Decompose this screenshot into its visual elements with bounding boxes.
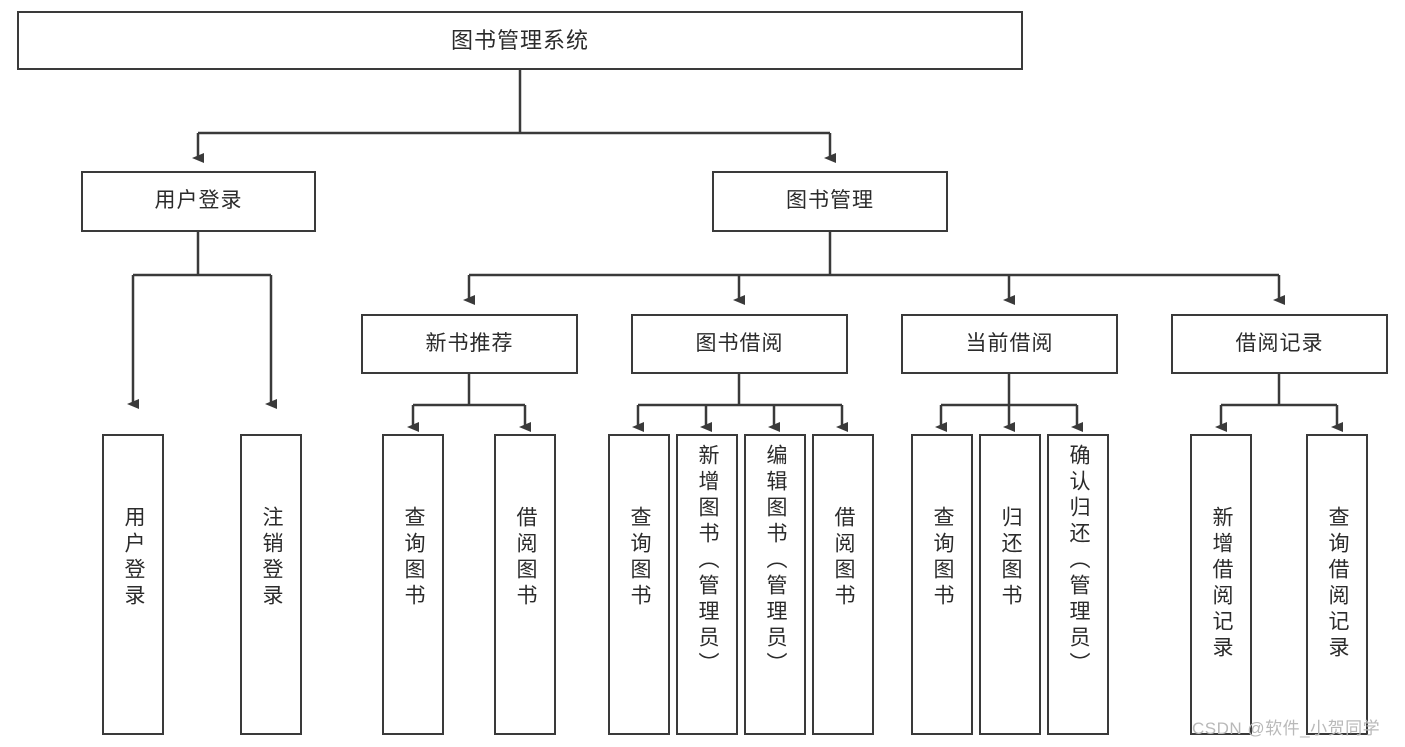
node-current-borrow[interactable]: 当前借阅 (901, 314, 1118, 374)
node-book-management[interactable]: 图书管理 (712, 171, 948, 232)
node-label: 用户登录 (122, 506, 146, 610)
node-root-book-management-system[interactable]: 图书管理系统 (17, 11, 1023, 70)
node-leaf-record-add-record[interactable]: 新增借阅记录 (1190, 434, 1252, 735)
node-leaf-borrow-add-book-admin[interactable]: 新增图书（管理员） (676, 434, 738, 735)
watermark-text: CSDN @软件_小贺同学 (1192, 719, 1381, 738)
node-label: 新增借阅记录 (1210, 506, 1234, 662)
node-label: 确认归还（管理员） (1067, 444, 1091, 678)
node-leaf-user-login-logout[interactable]: 注销登录 (240, 434, 302, 735)
node-label: 借阅记录 (1235, 331, 1324, 355)
node-leaf-current-query-book[interactable]: 查询图书 (911, 434, 973, 735)
node-leaf-record-query-record[interactable]: 查询借阅记录 (1306, 434, 1368, 735)
node-leaf-borrow-query-book[interactable]: 查询图书 (608, 434, 670, 735)
node-leaf-recommend-query-book[interactable]: 查询图书 (382, 434, 444, 735)
node-label: 图书管理系统 (450, 27, 589, 53)
node-leaf-recommend-borrow-book[interactable]: 借阅图书 (494, 434, 556, 735)
node-label: 注销登录 (260, 506, 284, 610)
node-new-book-recommend[interactable]: 新书推荐 (361, 314, 578, 374)
node-label: 查询图书 (931, 506, 955, 610)
node-label: 用户登录 (154, 189, 243, 213)
node-label: 当前借阅 (965, 331, 1054, 355)
node-leaf-borrow-edit-book-admin[interactable]: 编辑图书（管理员） (744, 434, 806, 735)
node-user-login[interactable]: 用户登录 (81, 171, 316, 232)
node-label: 借阅图书 (832, 506, 856, 610)
node-borrow-record[interactable]: 借阅记录 (1171, 314, 1388, 374)
node-label: 新书推荐 (425, 331, 514, 355)
node-label: 借阅图书 (514, 506, 538, 610)
node-label: 图书借阅 (695, 331, 784, 355)
node-leaf-borrow-borrow-book[interactable]: 借阅图书 (812, 434, 874, 735)
node-leaf-current-confirm-return-admin[interactable]: 确认归还（管理员） (1047, 434, 1109, 735)
node-label: 归还图书 (999, 506, 1023, 610)
node-book-borrow[interactable]: 图书借阅 (631, 314, 848, 374)
node-leaf-current-return-book[interactable]: 归还图书 (979, 434, 1041, 735)
node-leaf-user-login-login[interactable]: 用户登录 (102, 434, 164, 735)
node-label: 新增图书（管理员） (696, 444, 720, 678)
node-label: 查询图书 (402, 506, 426, 610)
node-label: 图书管理 (786, 189, 874, 213)
node-label: 查询借阅记录 (1326, 506, 1350, 662)
node-label: 查询图书 (628, 506, 652, 610)
node-label: 编辑图书（管理员） (764, 444, 788, 678)
